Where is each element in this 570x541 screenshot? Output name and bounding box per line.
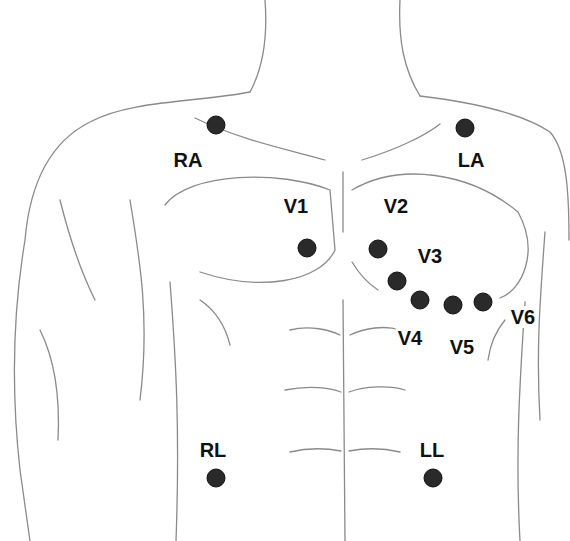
electrode-dots xyxy=(207,116,492,487)
electrode-dot xyxy=(444,296,462,314)
electrode-label: RA xyxy=(172,149,205,171)
electrode-label: V6 xyxy=(509,306,537,328)
electrode-dot xyxy=(474,293,492,311)
electrode-label: V5 xyxy=(448,336,476,358)
electrode-dot xyxy=(298,239,316,257)
electrode-dot xyxy=(456,119,474,137)
electrode-label: V1 xyxy=(282,195,310,217)
electrode-label: LL xyxy=(418,439,446,461)
electrode-dot xyxy=(424,469,442,487)
electrode-label: V3 xyxy=(416,245,444,267)
electrode-dot xyxy=(411,291,429,309)
electrode-dot xyxy=(388,272,406,290)
electrode-dot xyxy=(207,116,225,134)
electrode-dot xyxy=(369,240,387,258)
electrode-dot xyxy=(207,469,225,487)
electrode-label: RL xyxy=(198,439,229,461)
electrode-label: V2 xyxy=(382,195,410,217)
electrode-label: LA xyxy=(456,149,487,171)
torso-outline xyxy=(15,0,569,541)
electrode-label: V4 xyxy=(396,327,424,349)
